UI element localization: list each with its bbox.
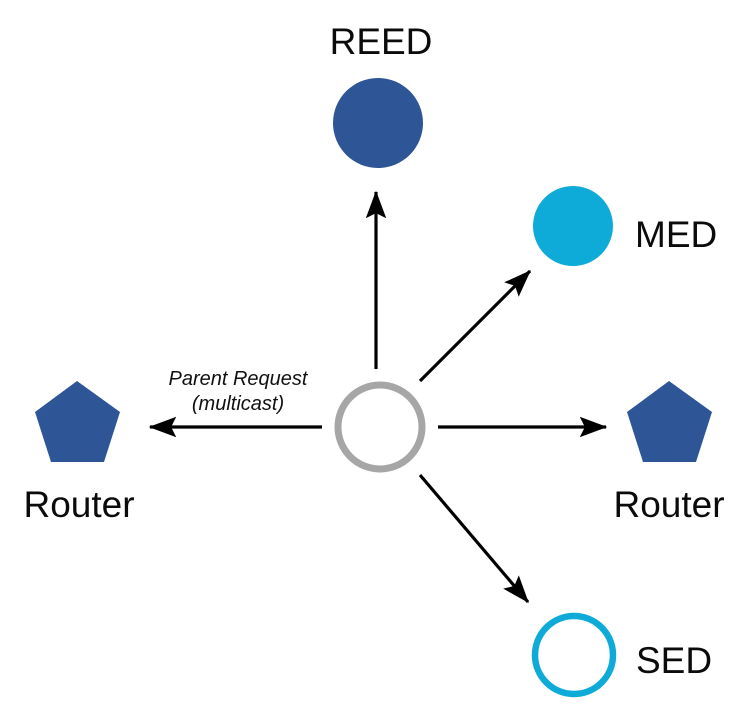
sed-label: SED bbox=[636, 640, 712, 681]
node-router-right[interactable]: Router bbox=[613, 381, 725, 525]
node-reed[interactable]: REED bbox=[330, 21, 433, 168]
router-left-label: Router bbox=[23, 484, 134, 525]
router-right-pentagon-icon[interactable] bbox=[627, 381, 712, 462]
edge-label-parent-request: Parent Request (multicast) bbox=[169, 368, 309, 415]
router-left-pentagon-icon[interactable] bbox=[35, 381, 120, 462]
node-router-left[interactable]: Router bbox=[23, 381, 135, 525]
joining-device-circle-icon[interactable] bbox=[334, 381, 426, 473]
reed-label: REED bbox=[330, 21, 433, 62]
edge-label-line-2: (multicast) bbox=[192, 393, 284, 415]
node-sed[interactable]: SED bbox=[531, 612, 712, 698]
med-circle-icon[interactable] bbox=[533, 186, 613, 266]
edge-to-sed bbox=[418, 473, 530, 604]
edge-label-line-1: Parent Request bbox=[169, 368, 309, 390]
router-right-label: Router bbox=[613, 484, 724, 525]
node-med[interactable]: MED bbox=[533, 186, 717, 266]
sed-circle-icon[interactable] bbox=[531, 612, 617, 698]
node-joining-device[interactable] bbox=[334, 381, 426, 473]
med-label: MED bbox=[635, 214, 717, 255]
edge-to-med bbox=[418, 269, 532, 383]
reed-circle-icon[interactable] bbox=[333, 78, 423, 168]
edges-group bbox=[148, 190, 608, 604]
